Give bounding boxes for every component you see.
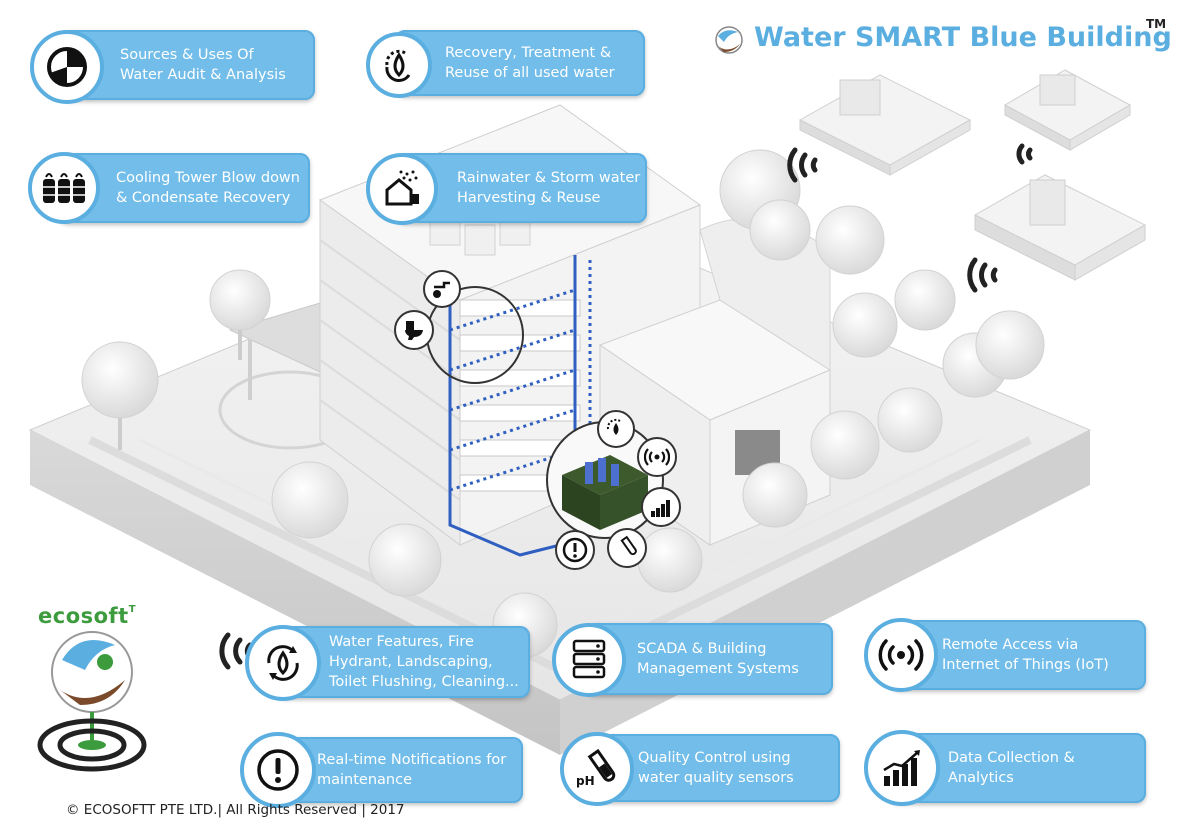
- label-notifications-text: Real-time Notifications for maintenance: [317, 752, 507, 788]
- brand-superscript: T: [128, 604, 137, 615]
- wireless-signal-icon: [864, 618, 938, 692]
- label-cooling-tower: Cooling Tower Blow down & Condensate Rec…: [58, 153, 310, 223]
- cooling-tower-icon: [28, 152, 100, 224]
- brand-name: ecosoftT: [38, 604, 136, 628]
- label-scada: SCADA & Building Management Systems: [585, 623, 833, 695]
- label-scada-text: SCADA & Building Management Systems: [637, 641, 799, 677]
- server-icon: [552, 623, 626, 697]
- label-data-collection-text: Data Collection & Analytics: [948, 750, 1075, 786]
- bar-chart-small-icon: [641, 487, 681, 527]
- trademark-mark: TM: [1146, 17, 1167, 31]
- label-remote-access: Remote Access via Internet of Things (Io…: [890, 620, 1146, 690]
- ph-test-tube-icon: pH: [560, 732, 634, 806]
- brand-wordmark: ecosoft: [38, 604, 129, 628]
- trees: [81, 149, 1045, 658]
- label-rainwater-text: Rainwater & Storm water Harvesting & Reu…: [457, 170, 641, 206]
- faucet-icon: [423, 270, 461, 308]
- label-rainwater: Rainwater & Storm water Harvesting & Reu…: [395, 153, 647, 223]
- water-recycle-icon: [366, 32, 432, 98]
- water-pipes: [448, 255, 592, 557]
- label-quality-control-text: Quality Control using water quality sens…: [638, 750, 794, 786]
- page-title: Water SMART Blue Building: [754, 22, 1172, 53]
- label-quality-control: Quality Control using water quality sens…: [590, 734, 840, 802]
- neighbor-buildings: [798, 69, 1147, 281]
- copyright-footer: © ECOSOFTT PTE LTD.| All Rights Reserved…: [66, 802, 405, 818]
- label-recovery-treatment: Recovery, Treatment & Reuse of all used …: [395, 30, 645, 96]
- recycle-small-icon: [597, 410, 635, 448]
- pie-chart-icon: [30, 30, 104, 104]
- ph-small-icon: [607, 528, 647, 568]
- title-logo-icon: [715, 26, 743, 54]
- water-cycle-icon: [245, 625, 321, 701]
- toilet-icon: [394, 310, 434, 350]
- alert-small-icon: [555, 530, 595, 570]
- label-remote-access-text: Remote Access via Internet of Things (Io…: [942, 637, 1109, 673]
- treatment-tank: [546, 421, 664, 539]
- wireless-small-icon: [637, 437, 677, 477]
- label-recovery-treatment-text: Recovery, Treatment & Reuse of all used …: [445, 45, 615, 81]
- bar-chart-icon: [864, 730, 940, 806]
- ph-label: pH: [576, 774, 595, 788]
- label-sources-uses-text: Sources & Uses Of Water Audit & Analysis: [120, 47, 286, 83]
- ecosoft-logo-mark: [37, 631, 147, 772]
- label-water-features-text: Water Features, Fire Hydrant, Landscapin…: [329, 634, 519, 690]
- label-cooling-tower-text: Cooling Tower Blow down & Condensate Rec…: [116, 170, 300, 206]
- alert-icon: [240, 732, 316, 808]
- rain-house-icon: [366, 153, 438, 225]
